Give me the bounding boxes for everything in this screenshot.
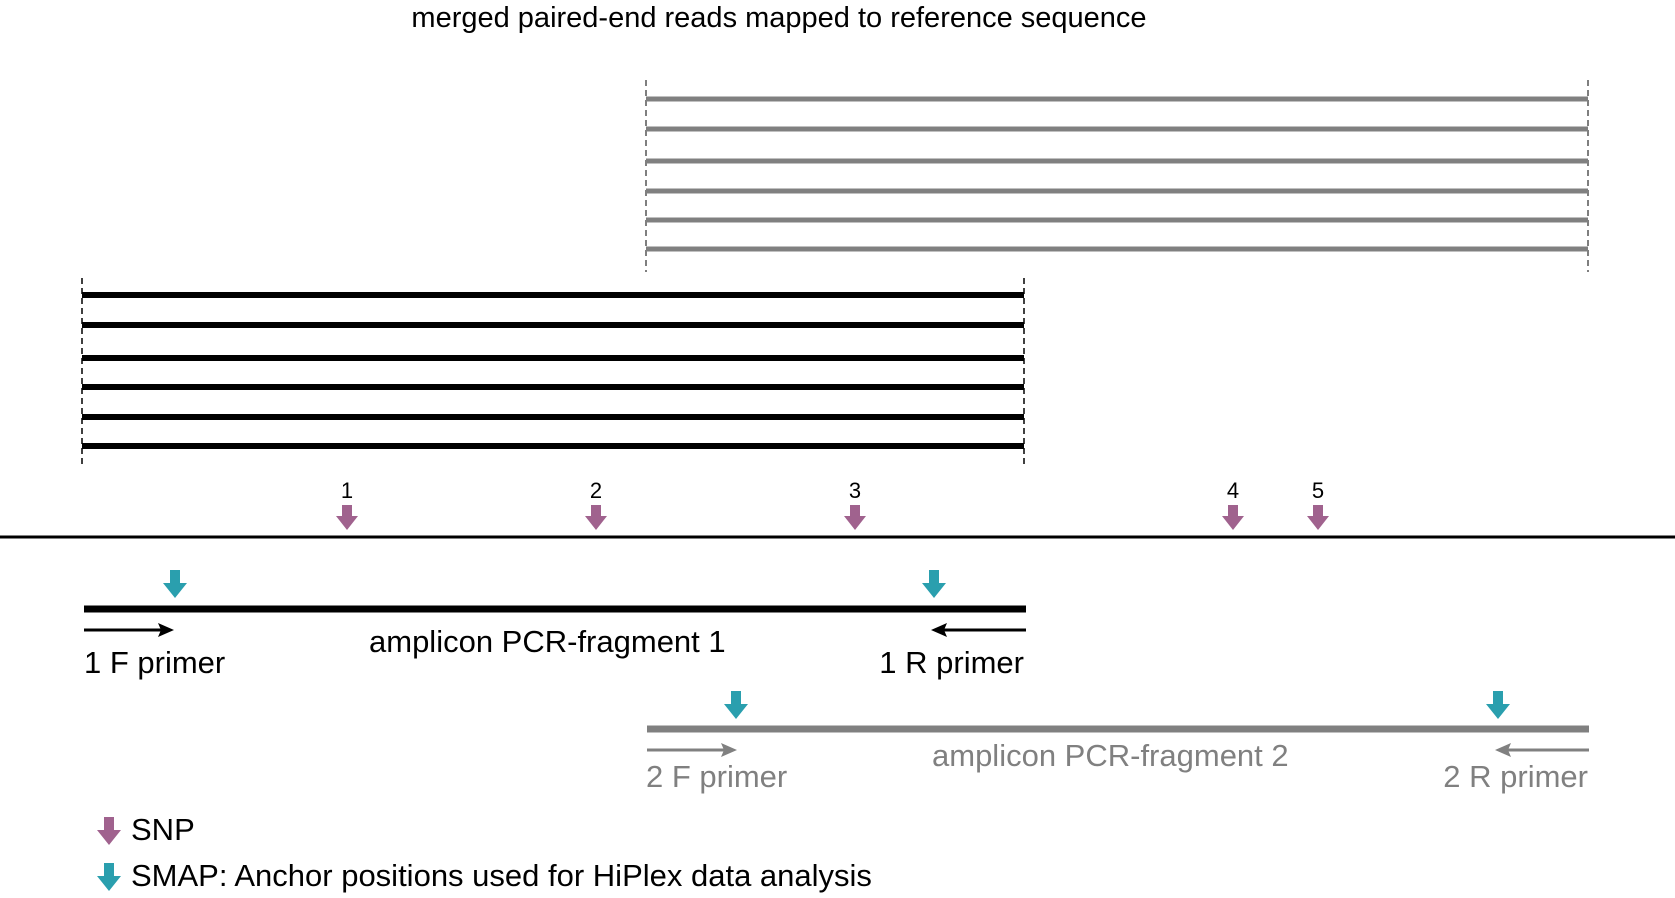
legend-anchor-icon — [97, 863, 121, 891]
anchor-arrow-icon — [163, 570, 187, 598]
snp-markers: 1 2 3 4 5 — [336, 478, 1329, 530]
snp-arrow-icon — [844, 505, 866, 530]
reads-fragment-2 — [645, 80, 1589, 272]
reverse-primer-2-label: 2 R primer — [1443, 759, 1588, 794]
reads-fragment-1 — [81, 278, 1025, 465]
legend-anchor-label: SMAP: Anchor positions used for HiPlex d… — [131, 858, 872, 893]
amplicon-fragment-1: amplicon PCR-fragment 1 1 F primer 1 R p… — [84, 570, 1026, 680]
anchor-arrow-icon — [922, 570, 946, 598]
snp-label: 1 — [341, 478, 353, 503]
forward-arrowhead-icon — [721, 743, 737, 757]
snp-arrow-icon — [1307, 505, 1329, 530]
snp-label: 4 — [1227, 478, 1239, 503]
snp-label: 2 — [590, 478, 602, 503]
anchor-arrow-icon — [724, 691, 748, 719]
diagram-title: merged paired-end reads mapped to refere… — [411, 2, 1146, 34]
reverse-primer-1-label: 1 R primer — [879, 645, 1024, 680]
forward-primer-2-label: 2 F primer — [646, 759, 787, 794]
fragment-2-label: amplicon PCR-fragment 2 — [932, 738, 1289, 773]
legend-snp-label: SNP — [131, 812, 195, 847]
snp-label: 5 — [1312, 478, 1324, 503]
legend-snp-icon — [97, 817, 121, 845]
snp-arrow-icon — [585, 505, 607, 530]
fragment-1-label: amplicon PCR-fragment 1 — [369, 624, 726, 659]
forward-arrowhead-icon — [158, 623, 174, 637]
reverse-arrowhead-icon — [1495, 743, 1511, 757]
amplicon-fragment-2: amplicon PCR-fragment 2 2 F primer 2 R p… — [646, 691, 1589, 794]
anchor-arrow-icon — [1486, 691, 1510, 719]
reverse-arrowhead-icon — [931, 623, 947, 637]
legend: SNP SMAP: Anchor positions used for HiPl… — [97, 812, 872, 893]
snp-arrow-icon — [1222, 505, 1244, 530]
snp-label: 3 — [849, 478, 861, 503]
snp-arrow-icon — [336, 505, 358, 530]
forward-primer-1-label: 1 F primer — [84, 645, 225, 680]
